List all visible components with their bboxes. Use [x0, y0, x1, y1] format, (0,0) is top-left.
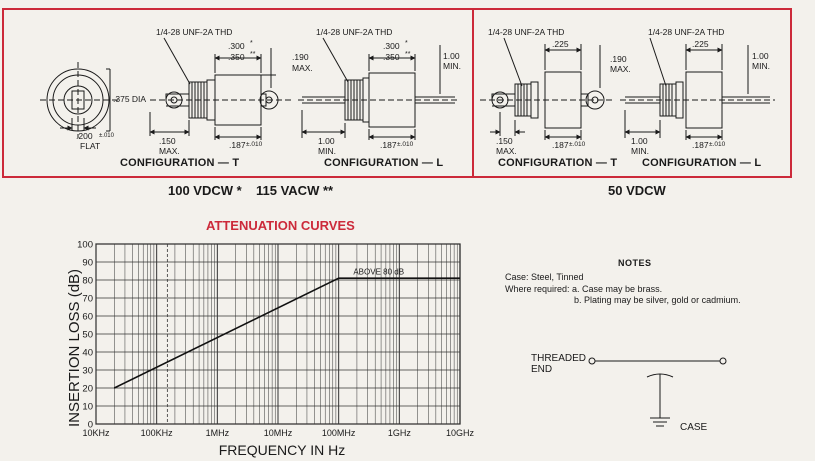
x-tick-label: 1MHz	[206, 428, 230, 438]
max-t50: MAX.	[610, 64, 631, 74]
y-axis-label: INSERTION LOSS (dB)	[66, 269, 83, 427]
config-l-100-drawing	[298, 37, 460, 140]
tol-187-t100: ±.010	[246, 141, 263, 148]
dim-225-t50: .225	[552, 39, 569, 49]
dim-100-l100: 1.00	[443, 51, 460, 61]
config-l-label-50: CONFIGURATION — L	[642, 157, 762, 169]
min-l100: MIN.	[443, 61, 461, 71]
flat-tol-label: ±.010	[99, 133, 115, 139]
panel-50v	[472, 8, 792, 178]
tol-187-t50: ±.010	[569, 141, 586, 148]
dim-350-t100: .350	[228, 52, 245, 62]
dim-187-l100: .187	[380, 140, 397, 150]
notes-case: Case: Steel, Tinned	[505, 272, 584, 282]
dim-300-l100: .300	[383, 41, 400, 51]
dim-187-t100: .187	[229, 140, 246, 150]
dim-100b-l50: 1.00	[631, 136, 648, 146]
config-t-100-drawing	[149, 37, 292, 140]
schematic-threaded: THREADED	[531, 353, 587, 364]
flat-dim-label: .200	[76, 131, 93, 141]
mechanical-drawings: .375 DIA .200 ±.010 FLAT 1/4-28 UNF-2A T…	[40, 27, 775, 156]
chart-title: ATTENUATION CURVES	[206, 218, 355, 233]
dim-190-t100: .190	[292, 52, 309, 62]
x-tick-label: 100KHz	[141, 428, 174, 438]
thread-label-l50: 1/4-28 UNF-2A THD	[648, 27, 724, 37]
x-tick-label: 100MHz	[322, 428, 356, 438]
y-tick-label: 70	[82, 294, 93, 305]
star2-l100: **	[405, 51, 411, 58]
rating-50vdcw: 50 VDCW	[608, 183, 666, 198]
rating-115vacw: 115 VACW **	[256, 183, 334, 198]
min2-l100: MIN.	[318, 146, 336, 156]
y-tick-label: 20	[82, 384, 93, 395]
dim-100-l50: 1.00	[752, 51, 769, 61]
dim-225-l50: .225	[692, 39, 709, 49]
x-tick-label: 10KHz	[82, 428, 110, 438]
notes-title: NOTES	[618, 258, 652, 268]
schematic-symbol	[588, 357, 727, 427]
thread-label-l100: 1/4-28 UNF-2A THD	[316, 27, 392, 37]
config-t-label-50: CONFIGURATION — T	[498, 157, 618, 169]
x-axis-label: FREQUENCY IN Hz	[219, 442, 346, 458]
notes-where: Where required: a. Case may be brass.	[505, 284, 663, 294]
thread-label-t100: 1/4-28 UNF-2A THD	[156, 27, 232, 37]
attenuation-curve	[113, 277, 460, 389]
dim-300-t100: .300	[228, 41, 245, 51]
config-t-50-drawing	[480, 37, 615, 140]
tol-187-l50: ±.010	[709, 141, 726, 148]
annotation-label: ABOVE 80 dB	[353, 268, 404, 277]
min2-l50: MIN.	[631, 146, 649, 156]
x-tick-label: 10MHz	[264, 428, 293, 438]
y-tick-label: 100	[77, 240, 93, 251]
attenuation-chart: 0 10 20 30 40 50 60 70 80 90 100 10KHz 100KHz 1MHz 10M…	[66, 240, 475, 459]
x-tick-label: 1GHz	[388, 428, 412, 438]
thread-label-t50: 1/4-28 UNF-2A THD	[488, 27, 564, 37]
config-l-50-drawing	[620, 37, 775, 140]
notes-plating: b. Plating may be silver, gold or cadmiu…	[574, 295, 741, 305]
dim-187-l50: .187	[692, 140, 709, 150]
y-tick-label: 80	[82, 276, 93, 287]
min-l50: MIN.	[752, 61, 770, 71]
star1-l100: *	[405, 40, 408, 47]
tol-187-l100: ±.010	[397, 141, 414, 148]
star1-t100: *	[250, 40, 253, 47]
y-tick-label: 0	[88, 420, 93, 431]
max-t100: MAX.	[292, 63, 313, 73]
schematic-case: CASE	[680, 422, 708, 433]
dim-190-t50: .190	[610, 54, 627, 64]
x-tick-label: 10GHz	[446, 428, 475, 438]
config-t-label-100: CONFIGURATION — T	[120, 157, 240, 169]
dim-350-l100: .350	[383, 52, 400, 62]
max2-t50: MAX.	[496, 146, 517, 156]
y-tick-label: 10	[82, 402, 93, 413]
dim-100b-l100: 1.00	[318, 136, 335, 146]
y-tick-label: 90	[82, 258, 93, 269]
y-tick-label: 30	[82, 366, 93, 377]
schematic-end: END	[531, 364, 553, 375]
max2-t100: MAX.	[159, 146, 180, 156]
y-tick-label: 60	[82, 312, 93, 323]
y-tick-label: 50	[82, 330, 93, 341]
y-tick-label: 40	[82, 348, 93, 359]
flat-label: FLAT	[80, 141, 100, 151]
dim-150-t50: .150	[496, 136, 513, 146]
end-view-drawing	[40, 62, 118, 138]
star2-t100: **	[250, 51, 256, 58]
dia-label: .375 DIA	[113, 94, 146, 104]
dim-187-t50: .187	[552, 140, 569, 150]
rating-100vdcw: 100 VDCW *	[168, 183, 242, 198]
config-l-label-100: CONFIGURATION — L	[324, 157, 444, 169]
dim-150-t100: .150	[159, 136, 176, 146]
